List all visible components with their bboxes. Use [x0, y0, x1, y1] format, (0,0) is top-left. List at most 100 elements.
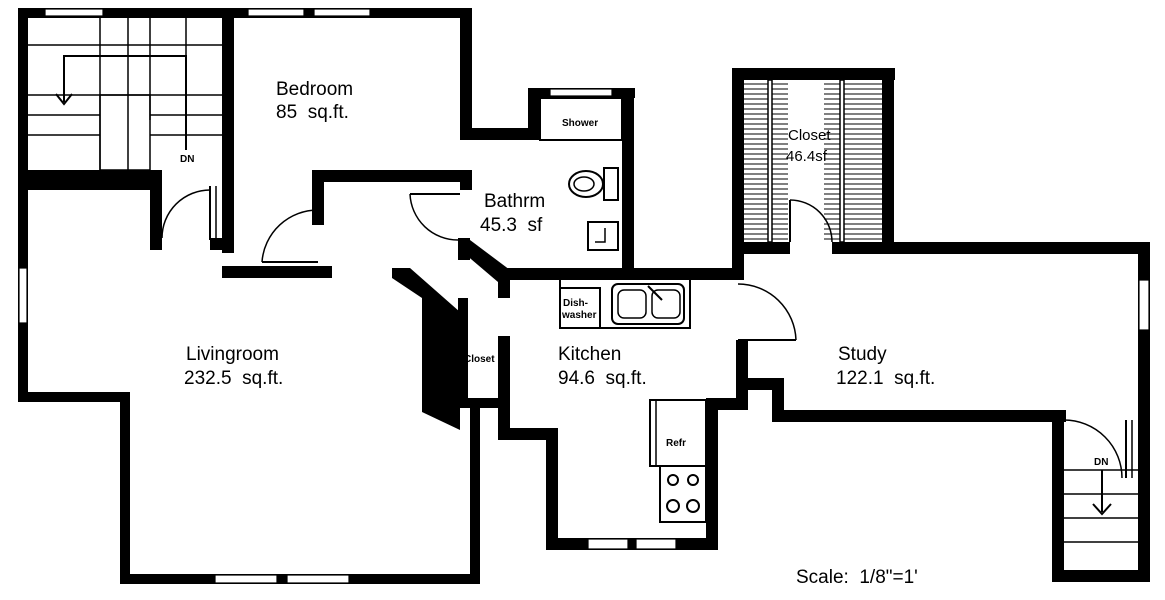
- wall-kitchen-right-mid: [736, 340, 748, 410]
- kitchen-area: 94.6 sq.ft.: [558, 368, 647, 389]
- kitchen-sink-basin-left: [617, 289, 647, 319]
- livingroom-area: 232.5 sq.ft.: [184, 368, 283, 389]
- door-study-swing: [737, 283, 797, 341]
- toilet-seat: [573, 176, 595, 192]
- kitchen-sink-basin-right: [651, 289, 681, 319]
- wall-hall-post: [210, 238, 234, 250]
- wall-living-right-step: [458, 398, 510, 408]
- wall-closet-top: [732, 68, 895, 80]
- stair-left: DN: [28, 18, 222, 171]
- kitchen-faucet: [647, 285, 663, 301]
- wall-hall-bedroom: [222, 8, 234, 253]
- door-bedroom-swing: [261, 209, 319, 263]
- windows: [18, 8, 1150, 584]
- wall-kitchen-stub: [498, 268, 510, 298]
- closet-shelf-rail-right: [839, 79, 845, 243]
- shower: [539, 97, 623, 141]
- bedroom-area: 85 sq.ft.: [276, 102, 349, 123]
- wall-kitchen-left: [498, 336, 510, 440]
- toilet-tank: [603, 167, 619, 201]
- wall-bath-right: [622, 88, 634, 278]
- wall-kitchen-right-lower: [706, 398, 718, 550]
- window-living-bottom-2: [286, 574, 350, 584]
- wall-closet-hall: [458, 298, 468, 408]
- room-labels: Bedroom 85 sq.ft. Bathrm 45.3 sf Closet …: [184, 79, 935, 389]
- kitchen-sink: [611, 283, 685, 325]
- closet-area: 46.4sf: [786, 148, 828, 165]
- wall-living-right-lower: [470, 400, 480, 584]
- refrigerator-label: Refr: [666, 438, 686, 449]
- window-bedroom-top-1: [247, 8, 305, 17]
- bathroom-fixtures: Shower: [539, 97, 623, 251]
- wall-study-right: [1138, 242, 1150, 422]
- shower-label: Shower: [562, 118, 598, 129]
- window-stair-top: [44, 8, 104, 17]
- window-kitchen-bottom-1: [587, 538, 629, 550]
- doors: [161, 186, 1133, 479]
- wall-bath-diagonal: [458, 240, 510, 282]
- toilet-bowl: [568, 170, 604, 198]
- wall-bedroom-inner-side: [312, 170, 324, 225]
- wall-study-step-top: [738, 378, 784, 390]
- wall-stair-right: [150, 170, 162, 250]
- hall-closet-wall: [392, 268, 460, 430]
- wall-kitchen-top: [498, 268, 738, 280]
- burner-1: [667, 474, 679, 486]
- wall-kitchen-left-lower: [546, 428, 558, 550]
- dishwasher-label-1: Dish-: [563, 298, 588, 309]
- dishwasher: [559, 287, 601, 329]
- window-kitchen-bottom-2: [635, 538, 677, 550]
- wall-bedroom-inner-stub: [460, 170, 472, 190]
- wall-bedroom-right: [460, 8, 472, 134]
- wall-kitchen-step: [498, 428, 556, 440]
- wall-bedroom-inner-top: [312, 170, 472, 182]
- bath-sink-faucet: [595, 228, 606, 243]
- study-area: 122.1 sq.ft.: [836, 368, 935, 389]
- wall-living-left-lower: [120, 392, 130, 584]
- closet-name: Closet: [788, 127, 831, 144]
- wall-closet-left: [732, 68, 744, 280]
- stair-right-label: DN: [1094, 457, 1108, 468]
- dishwasher-label-2: washer: [561, 310, 597, 321]
- wall-living-step: [18, 392, 130, 402]
- livingroom-name: Livingroom: [186, 344, 279, 365]
- burner-2: [687, 474, 699, 486]
- window-bedroom-top-2: [313, 8, 371, 17]
- wall-left-upper: [18, 8, 28, 188]
- wall-closet-bottom-right: [832, 242, 1144, 254]
- refrigerator: [649, 399, 707, 467]
- wall-bedroom-bottom: [222, 266, 332, 278]
- wall-bath-top-left: [460, 128, 532, 140]
- closet-shelving: [744, 83, 882, 240]
- study-name: Study: [838, 344, 887, 365]
- bathroom-name: Bathrm: [484, 191, 545, 212]
- stair-left-arrow: [63, 55, 187, 150]
- wall-stair2-left: [1052, 410, 1064, 582]
- stair-left-label: DN: [180, 154, 194, 165]
- stove: [659, 465, 707, 523]
- wall-stair2-bottom: [1052, 570, 1150, 582]
- window-study-right: [1138, 279, 1150, 331]
- wall-closet-right: [882, 68, 894, 254]
- kitchen-name: Kitchen: [558, 344, 621, 365]
- wall-closet-bottom-left: [732, 242, 790, 254]
- burner-4: [686, 499, 700, 513]
- wall-kitchen-bottom: [546, 538, 718, 550]
- bathroom-area: 45.3 sf: [480, 215, 543, 236]
- door-closet-swing: [789, 199, 833, 243]
- bedroom-name: Bedroom: [276, 79, 353, 100]
- door-stair-hall-swing: [161, 189, 211, 239]
- wall-study-bottom: [772, 410, 1066, 422]
- wall-stair-bottom: [18, 170, 153, 190]
- window-living-left: [18, 267, 28, 324]
- wall-bath-notch: [528, 88, 540, 140]
- window-bath-top: [549, 88, 613, 97]
- scale-label: Scale: 1/8"=1': [796, 567, 918, 588]
- kitchen-fixtures: Dish- washer Refr: [559, 280, 707, 523]
- stair-right: DN: [1064, 457, 1138, 543]
- bath-sink: [587, 221, 619, 251]
- burner-3: [666, 499, 680, 513]
- closet-shelf-rail-left: [767, 79, 773, 243]
- window-living-bottom-1: [214, 574, 278, 584]
